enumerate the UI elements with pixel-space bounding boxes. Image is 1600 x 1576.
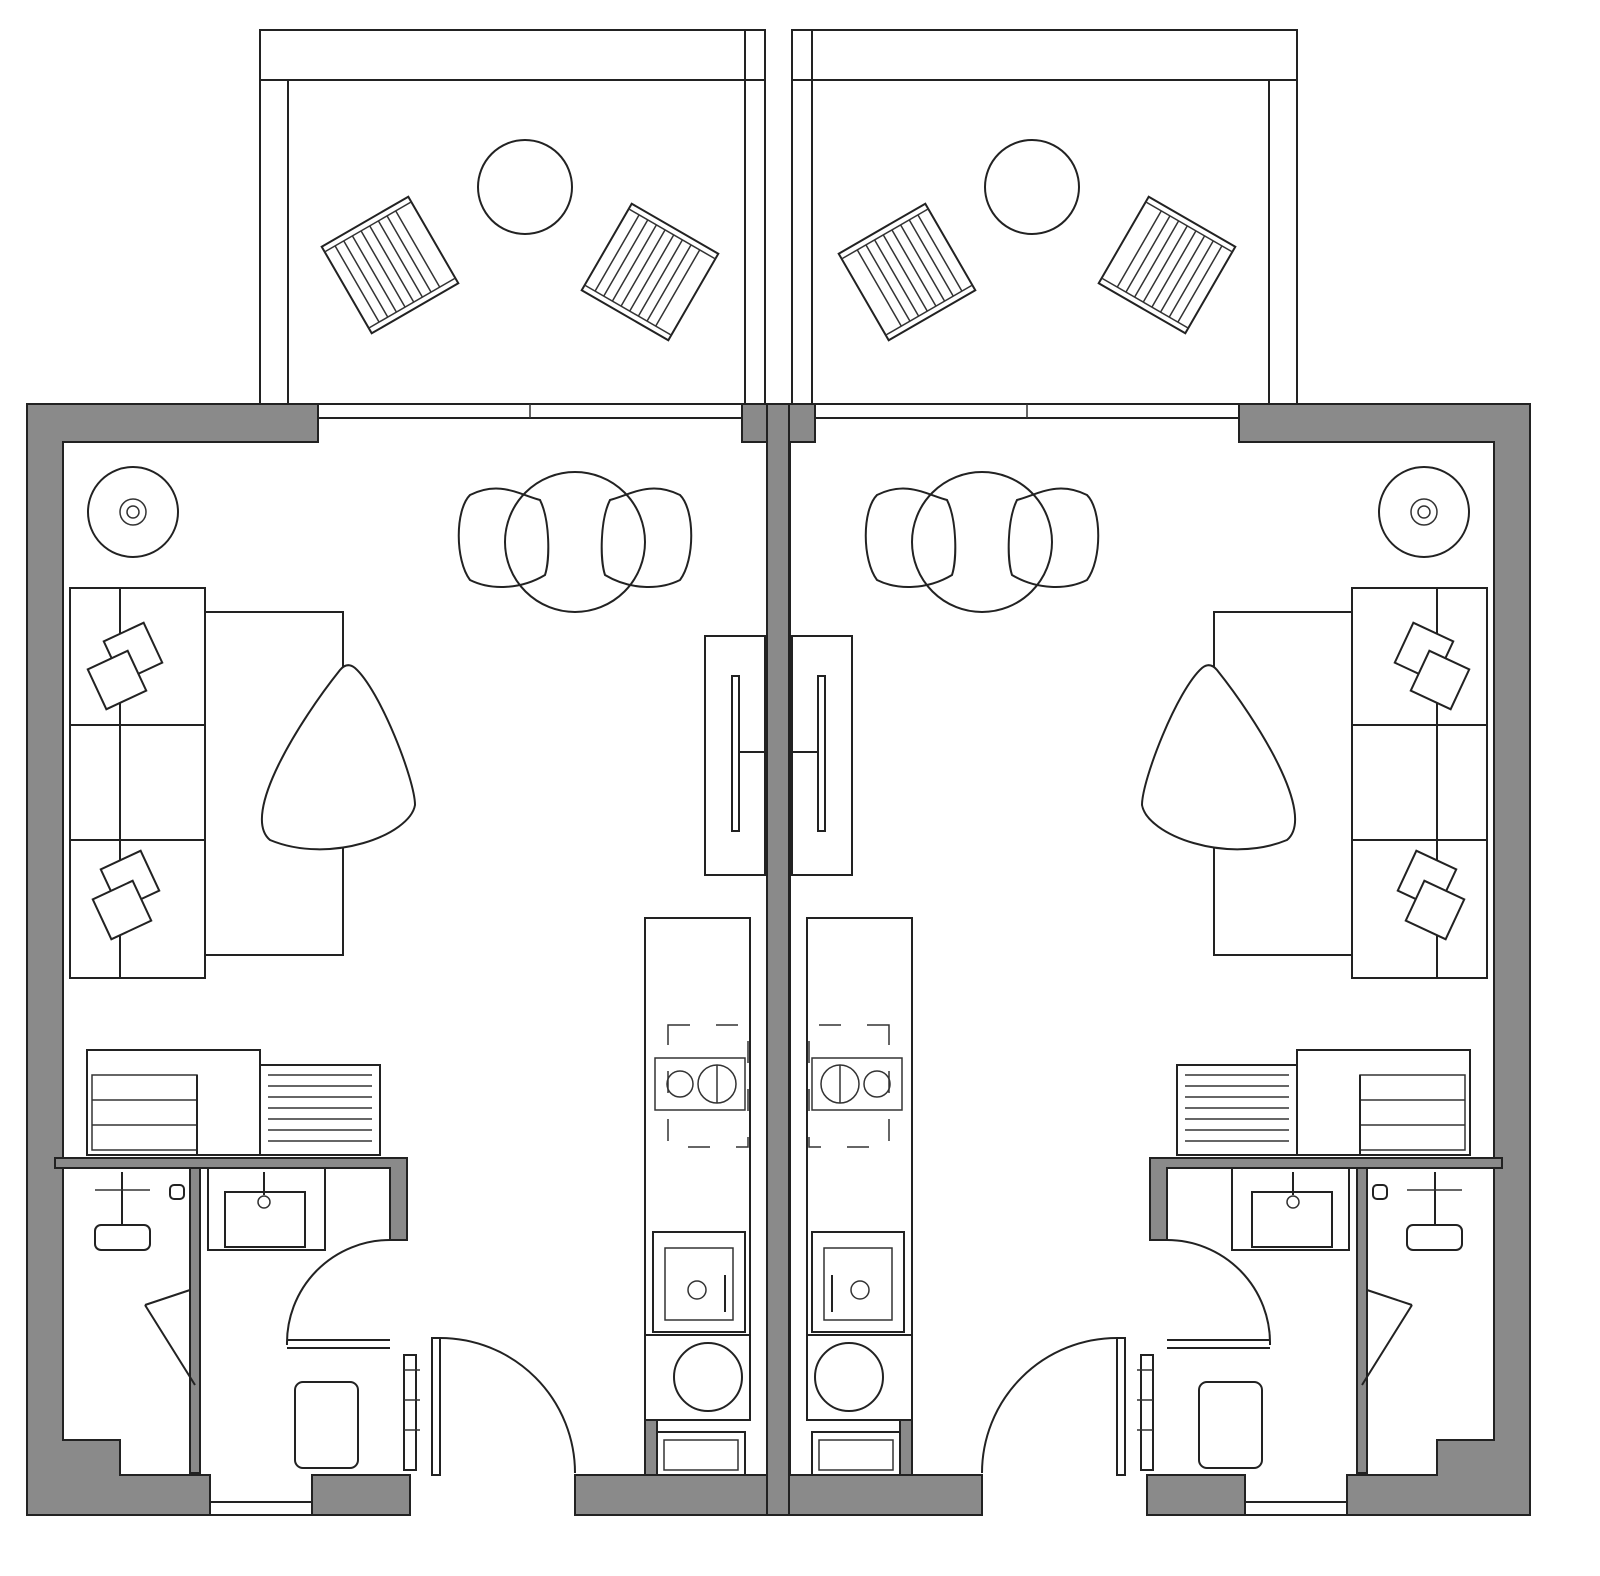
unit-right bbox=[766, 29, 1531, 1516]
unit-left bbox=[26, 29, 791, 1516]
